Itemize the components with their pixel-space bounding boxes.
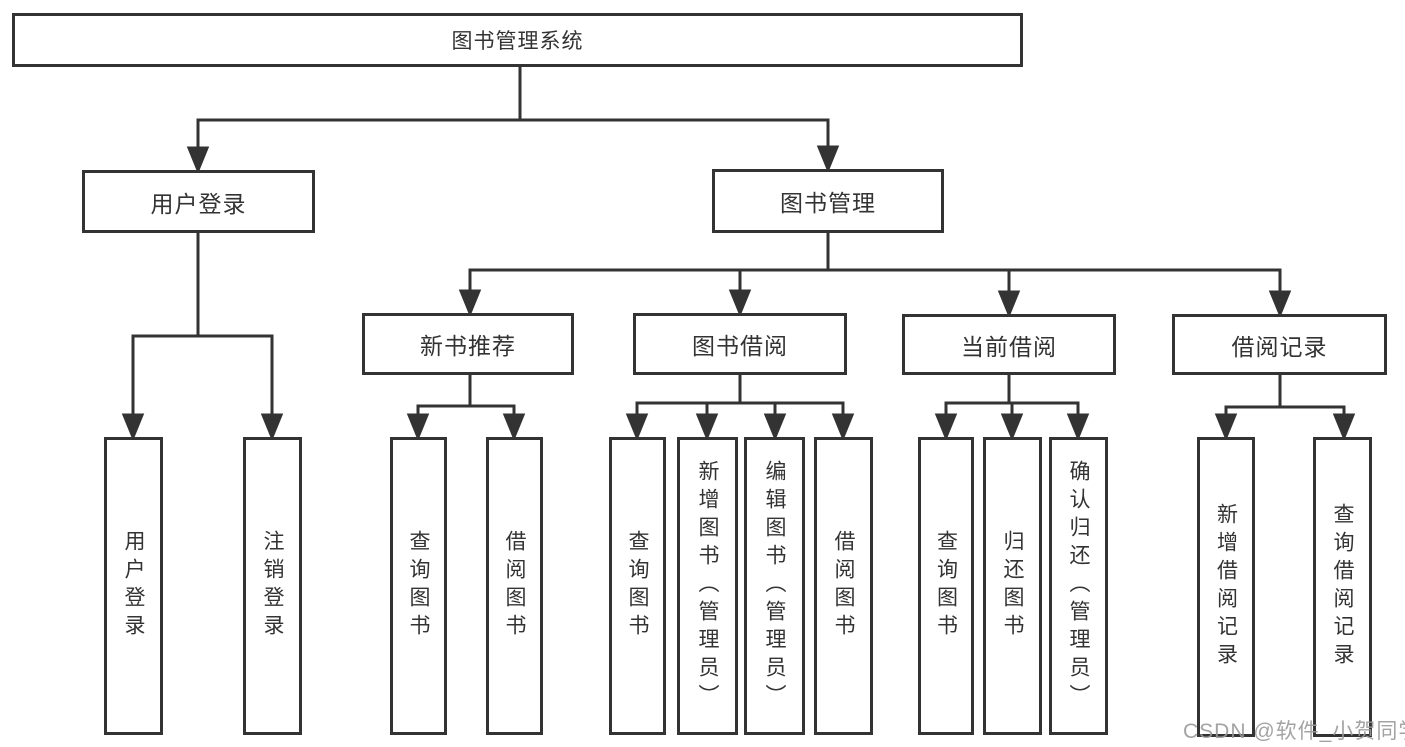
arrowhead [502,413,526,441]
node-label: 新书推荐 [420,333,516,359]
node-label: 查询图书 [626,530,649,642]
arrowhead [121,413,145,441]
leaf-recommend-query-books: 查询图书 [390,437,447,735]
node-label: 图书借阅 [692,333,788,359]
node-label: 借阅记录 [1231,333,1328,360]
leaf-add-books-admin: 新增图书（管理员） [677,437,738,735]
leaf-current-query-books: 查询图书 [918,437,974,735]
node-label: 确认归还（管理员） [1067,460,1090,712]
arrowhead [186,146,210,174]
edge-current-borrow-to-leaves [934,373,1090,441]
node-label: 注销登录 [261,530,284,642]
node-label: 新增借阅记录 [1214,503,1238,671]
node-label: 归还图书 [1001,530,1024,642]
node-label: 查询图书 [407,530,430,642]
arrowhead [625,413,649,441]
leaf-add-borrow-record: 新增借阅记录 [1197,437,1255,737]
arrowhead [997,290,1021,318]
arrowhead [934,413,958,441]
arrowhead [458,289,482,317]
node-label: 查询图书 [934,530,958,642]
node-book-borrow: 图书借阅 [633,313,847,375]
arrowhead [1000,413,1024,441]
arrowhead [763,413,787,441]
leaf-query-borrow-record: 查询借阅记录 [1313,437,1372,737]
node-current-borrow: 当前借阅 [902,314,1116,375]
leaf-confirm-return-admin: 确认归还（管理员） [1049,437,1108,735]
leaf-user-login: 用户登录 [104,437,163,735]
node-label: 用户登录 [150,190,247,217]
node-label: 图书管理 [780,190,876,216]
arrowhead [260,413,284,441]
leaf-recommend-borrow-books: 借阅图书 [486,437,543,735]
arrowhead [406,413,430,441]
edge-root-to-level2 [186,65,840,174]
arrowhead [1332,413,1356,441]
edge-book-borrow-to-leaves [625,373,855,441]
csdn-watermark: CSDN @软件_小贺同学 [1183,720,1405,743]
node-label: 编辑图书（管理员） [763,460,786,712]
node-label: 当前借阅 [961,333,1057,360]
leaf-edit-books-admin: 编辑图书（管理员） [744,437,805,735]
node-book-management: 图书管理 [712,169,944,233]
edge-book-management-to-level3 [458,231,1292,318]
leaf-borrow-books: 借阅图书 [814,437,873,735]
node-user-login: 用户登录 [82,170,315,233]
node-label: 图书管理系统 [451,30,584,53]
node-label: 查询借阅记录 [1331,503,1354,671]
edge-user-login-to-leaves [121,231,284,441]
node-label: 用户登录 [122,530,145,642]
node-label: 新增图书（管理员） [696,460,719,712]
edge-new-book-recommend-to-leaves [406,373,526,441]
node-borrow-records: 借阅记录 [1172,314,1387,375]
arrowhead [1268,290,1292,318]
leaf-return-books: 归还图书 [983,437,1042,735]
node-root-system: 图书管理系统 [12,13,1023,67]
arrowhead [1214,413,1238,441]
leaf-borrow-query-books: 查询图书 [609,437,666,735]
node-label: 借阅图书 [503,530,526,642]
arrowhead [1066,413,1090,441]
node-new-book-recommend: 新书推荐 [362,313,574,375]
arrowhead [816,145,840,173]
leaf-logout-login: 注销登录 [243,437,302,735]
arrowhead [695,413,719,441]
node-label: 借阅图书 [832,530,855,642]
arrowhead [831,413,855,441]
edge-borrow-records-to-leaves [1214,373,1356,441]
arrowhead [728,289,752,317]
